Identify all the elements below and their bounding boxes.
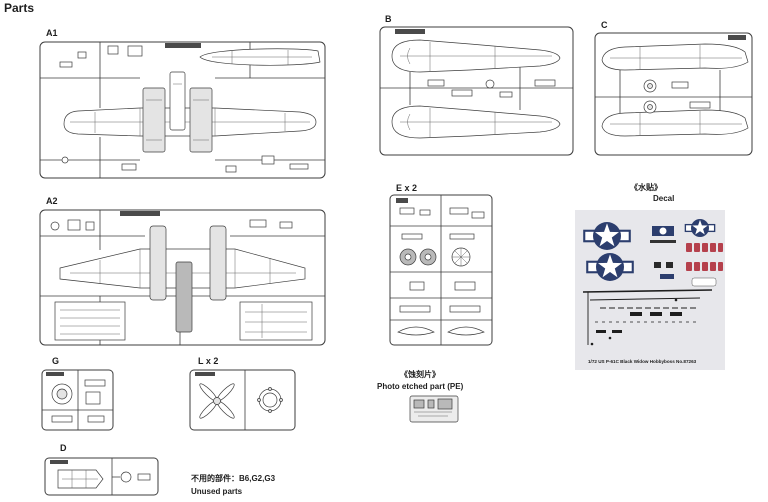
decal-serial-number-red — [686, 243, 723, 271]
propeller-part — [199, 383, 235, 419]
photo-etch-title-cn: 《蚀刻片》 — [400, 369, 440, 379]
photo-etch-fret — [409, 395, 459, 423]
decal-title-en: Decal — [653, 194, 674, 203]
decal-sheet: 1/72 US P-61C Black Widow Hobbyboss No.8… — [575, 210, 725, 370]
decal-stripes — [582, 289, 713, 346]
photo-etch-title-en: Photo etched part (PE) — [377, 382, 464, 391]
sprue-a2 — [39, 209, 326, 346]
decal-title-cn: 《水贴》 — [630, 182, 662, 192]
decal-sheet-caption: 1/72 US P-61C Black Widow Hobbyboss No.8… — [588, 359, 697, 364]
sprue-l — [189, 369, 296, 431]
unused-parts-cn: 不用的部件：B6,G2,G3 — [191, 473, 276, 483]
sprue-b-label: B — [385, 14, 392, 24]
page-title: Parts — [4, 1, 34, 15]
sprue-e-label: E x 2 — [396, 183, 417, 193]
sprue-c-label: C — [601, 20, 608, 30]
sprue-a1 — [39, 41, 326, 179]
sprue-a2-label: A2 — [46, 196, 58, 206]
sprue-d — [44, 457, 159, 496]
sprue-e — [389, 194, 493, 346]
sprue-g-label: G — [52, 356, 59, 366]
sprue-a1-label: A1 — [46, 28, 58, 38]
sprue-d-label: D — [60, 443, 67, 453]
sprue-l-label: L x 2 — [198, 356, 218, 366]
unused-parts-en: Unused parts — [191, 487, 243, 496]
ring-part — [257, 387, 283, 413]
sprue-g — [41, 369, 114, 431]
sprue-c — [594, 32, 753, 156]
sprue-b — [379, 26, 574, 156]
decal-small-insignia-box — [650, 226, 676, 243]
